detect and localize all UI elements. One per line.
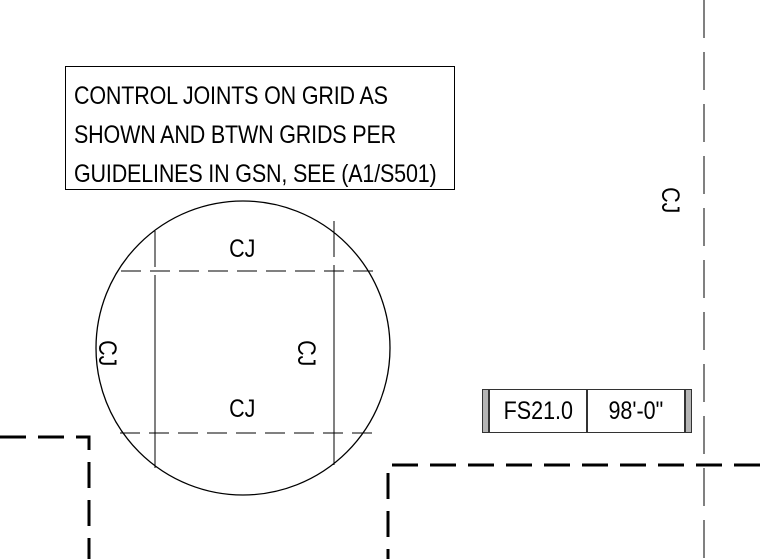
cj-label-center: CJ bbox=[292, 340, 320, 367]
cj-label-right: CJ bbox=[656, 187, 684, 214]
tag-cap-left bbox=[482, 389, 489, 433]
tag-code: FS21.0 bbox=[489, 389, 587, 433]
tag-elevation: 98'-0" bbox=[587, 389, 685, 433]
note-line-1: CONTROL JOINTS ON GRID AS bbox=[74, 82, 388, 110]
general-note-box: CONTROL JOINTS ON GRID AS SHOWN AND BTWN… bbox=[65, 66, 455, 190]
slab-edge-left bbox=[0, 435, 91, 559]
detail-callout-circle bbox=[95, 200, 391, 496]
slab-edge-right bbox=[386, 463, 760, 559]
note-line-2: SHOWN AND BTWN GRIDS PER bbox=[74, 121, 396, 149]
elevation-tag: FS21.0 98'-0" bbox=[482, 389, 692, 433]
note-line-3: GUIDELINES IN GSN, SEE (A1/S501) bbox=[74, 160, 437, 188]
cj-label-bottom: CJ bbox=[229, 395, 256, 423]
tag-cap-right bbox=[685, 389, 692, 433]
cj-label-left: CJ bbox=[93, 340, 121, 367]
cj-label-top: CJ bbox=[229, 235, 256, 263]
